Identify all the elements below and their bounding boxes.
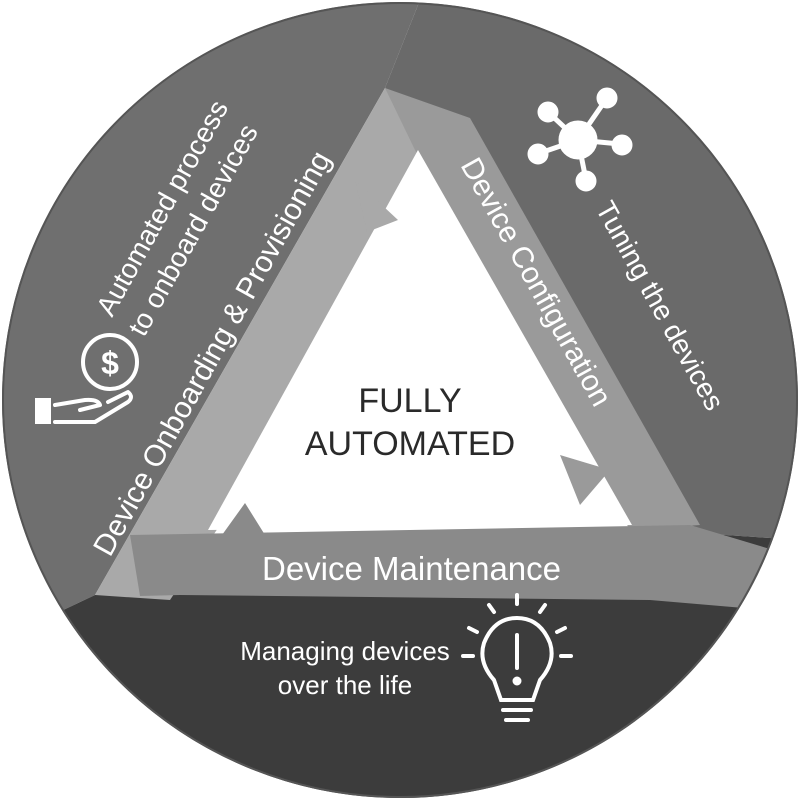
band-maintenance [130, 525, 790, 612]
arrow-configuration [560, 455, 610, 505]
arrow-maintenance [222, 503, 265, 535]
center-label-line1: FULLY [358, 382, 461, 420]
hand-dollar-icon: $ [35, 333, 139, 424]
center-label-line2: AUTOMATED [305, 425, 515, 463]
band-label-maintenance: Device Maintenance [262, 550, 561, 587]
band-configuration [385, 88, 700, 530]
maintenance-desc-line2: over the life [278, 670, 412, 700]
network-hub-icon [527, 87, 633, 192]
maintenance-desc-line1: Managing devices [240, 636, 450, 666]
arrow-onboarding [355, 180, 398, 232]
center-triangle [208, 150, 632, 530]
svg-text:$: $ [101, 345, 119, 381]
segment-onboarding [2, 2, 420, 640]
lightbulb-alert-icon [461, 593, 573, 722]
